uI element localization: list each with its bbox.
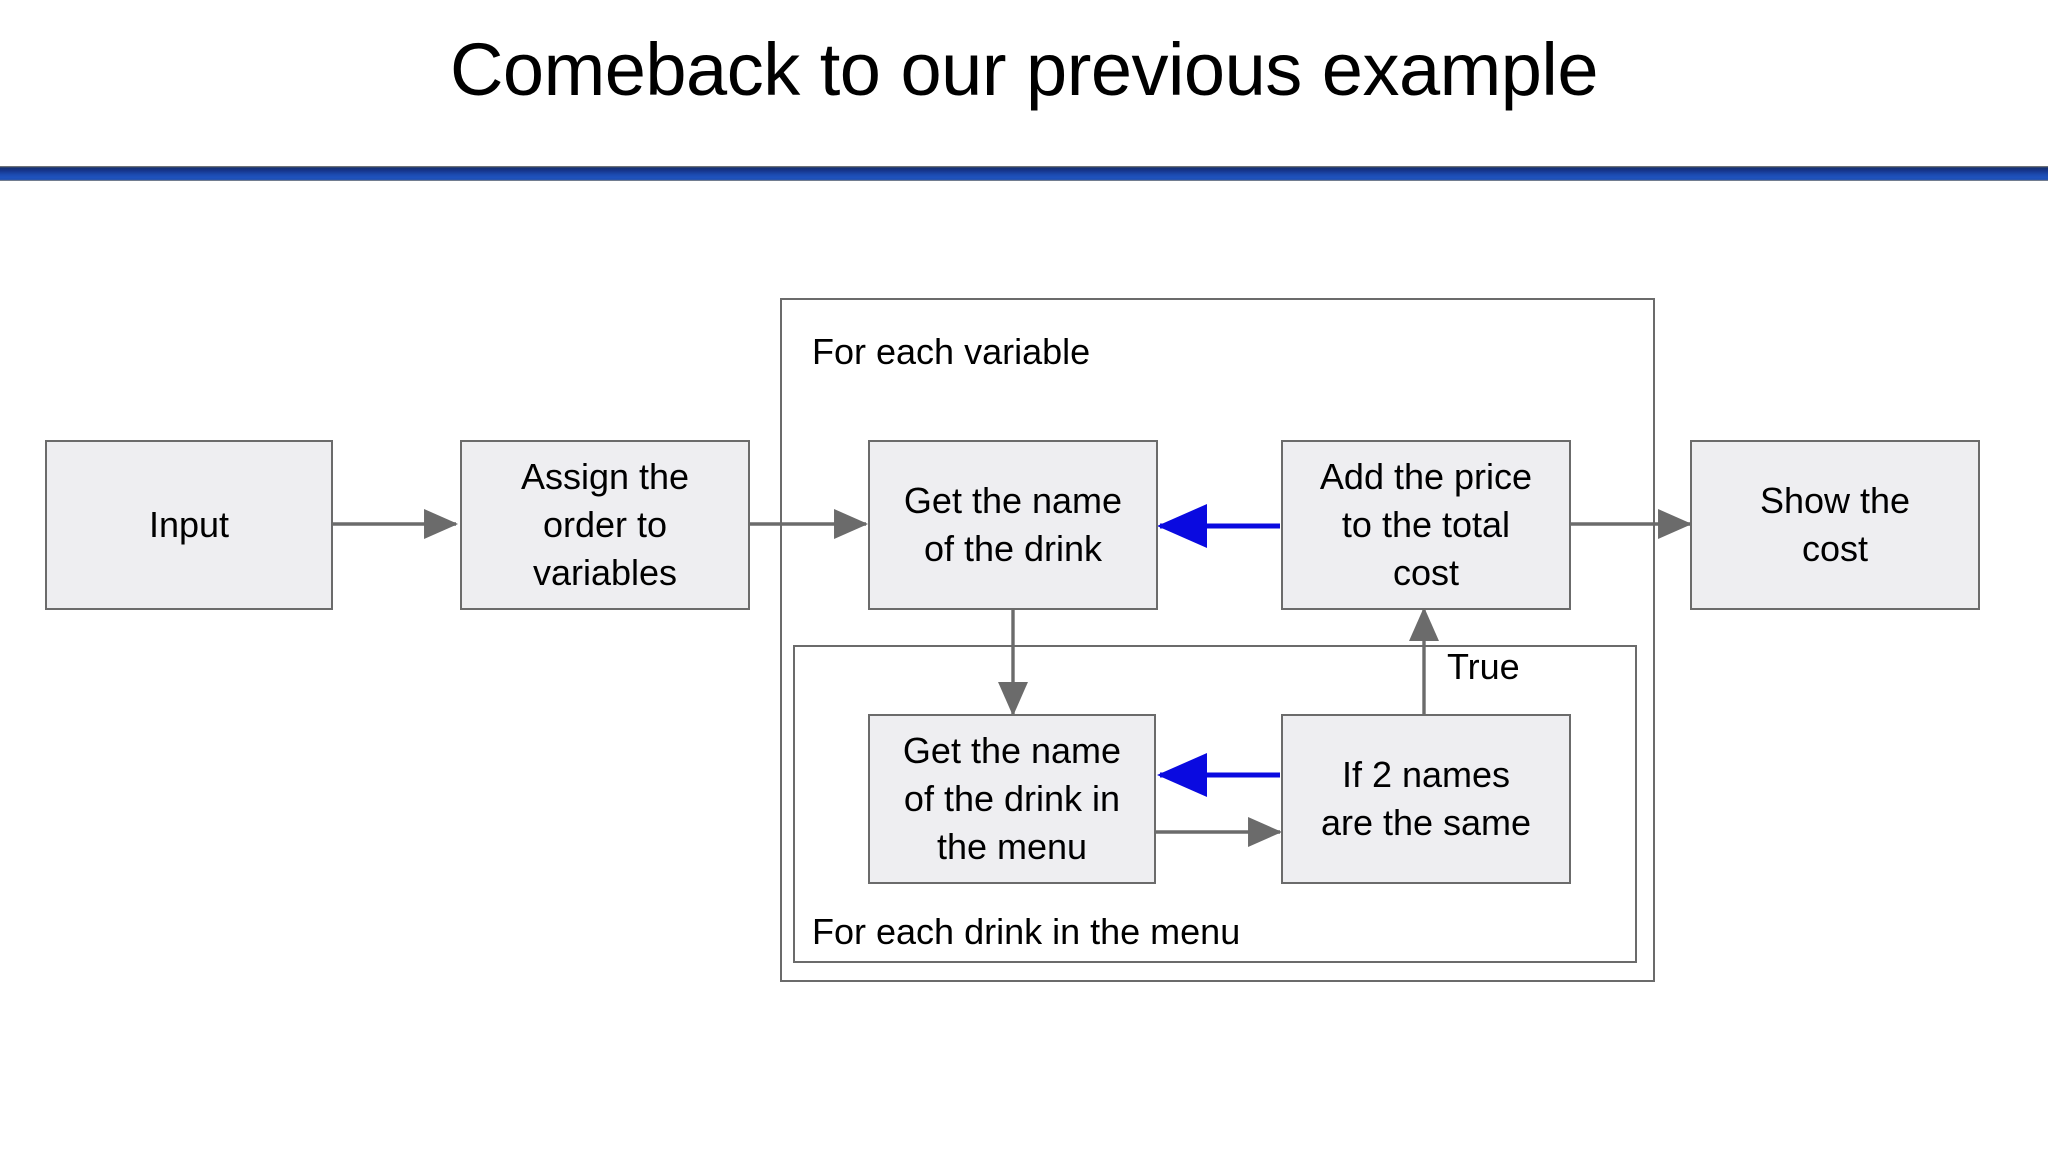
edge-label-true: True (1447, 646, 1520, 687)
loop-label-inner: For each drink in the menu (812, 911, 1241, 952)
flow-box-get-menu-drink-name[interactable]: Get the name of the drink in the menu (868, 714, 1156, 884)
title-divider-rule (0, 166, 2048, 181)
flow-box-input[interactable]: Input (45, 440, 333, 610)
loop-container-outer (780, 298, 1655, 982)
flow-box-add-price[interactable]: Add the price to the total cost (1281, 440, 1571, 610)
flow-box-assign-order[interactable]: Assign the order to variables (460, 440, 750, 610)
loop-label-outer: For each variable (812, 331, 1091, 372)
loop-container-inner (793, 645, 1637, 963)
flow-box-compare-names[interactable]: If 2 names are the same (1281, 714, 1571, 884)
flow-box-show-cost[interactable]: Show the cost (1690, 440, 1980, 610)
page-title: Comeback to our previous example (449, 28, 1599, 111)
flow-box-get-drink-name[interactable]: Get the name of the drink (868, 440, 1158, 610)
